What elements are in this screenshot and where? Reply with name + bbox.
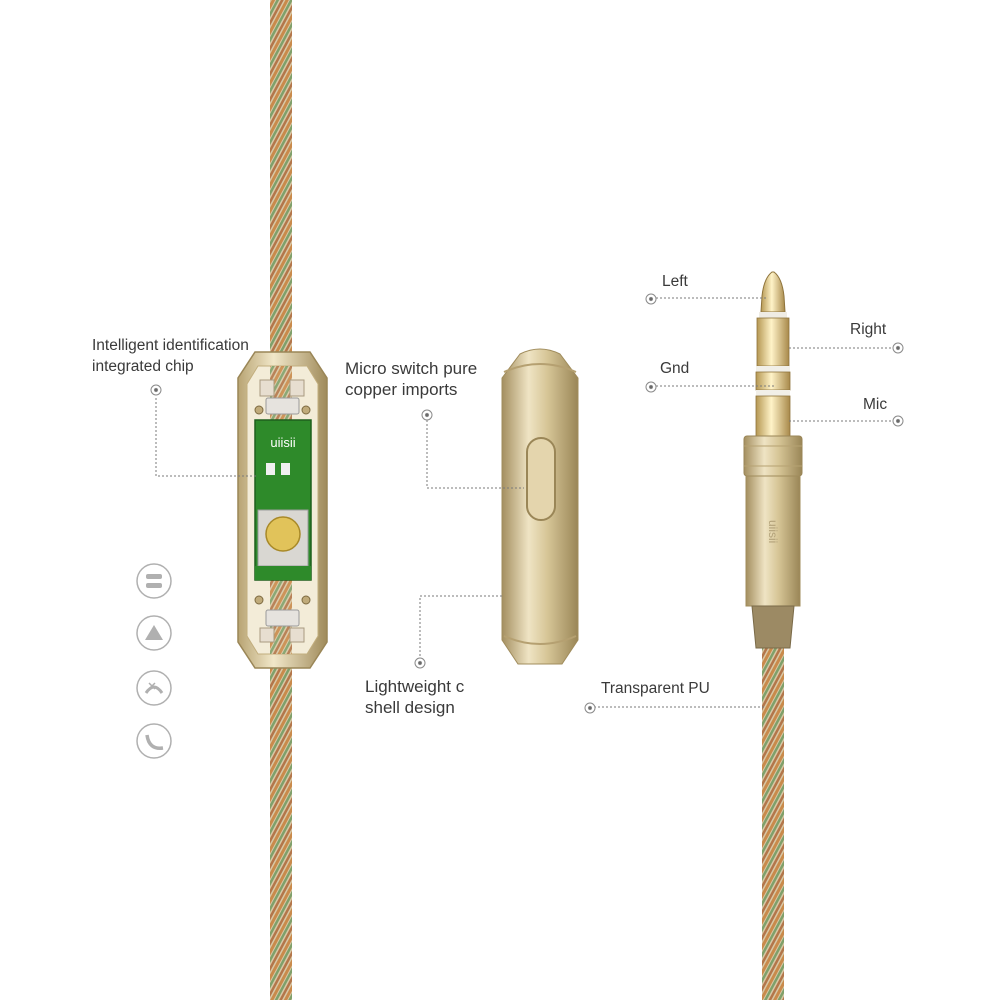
target-dots — [150, 293, 904, 714]
shell-leader — [419, 595, 504, 660]
gnd-label: Gnd — [660, 360, 690, 377]
chip-callout-line1: Intelligent identification — [92, 337, 249, 354]
shell-button — [526, 437, 556, 521]
pause-icon — [136, 563, 172, 599]
chip-callout-line2: integrated chip — [92, 358, 194, 375]
pu-label: Transparent PU — [601, 680, 710, 697]
mic-label: Mic — [863, 396, 888, 413]
plug-cable — [762, 648, 784, 1000]
switch-callout: Micro switch pure copper imports — [345, 358, 477, 400]
switch-callout-line1: Micro switch pure — [345, 359, 478, 378]
chip-leader — [155, 398, 258, 477]
audio-plug — [743, 271, 803, 649]
switch-leader — [426, 420, 524, 489]
remote-shell — [501, 348, 579, 665]
micro-switch — [265, 516, 301, 552]
leader-lines — [155, 297, 895, 708]
call-icon — [136, 723, 172, 759]
chip-callout: Intelligent identification integrated ch… — [92, 335, 249, 377]
switch-callout-line2: copper imports — [345, 380, 458, 399]
volume-up-icon — [136, 615, 172, 651]
function-icons — [136, 563, 172, 759]
shell-callout-line1: Lightweight c — [365, 677, 465, 696]
shell-callout: Lightweight c shell design — [365, 676, 464, 718]
remote-cutaway — [237, 351, 328, 669]
hang-up-icon — [136, 670, 172, 706]
plug-brand: uiisii — [766, 520, 780, 543]
shell-callout-line2: shell design — [365, 698, 455, 717]
left-label: Left — [662, 273, 688, 290]
right-label: Right — [850, 321, 887, 338]
pcb-label: uiisii — [270, 435, 295, 450]
